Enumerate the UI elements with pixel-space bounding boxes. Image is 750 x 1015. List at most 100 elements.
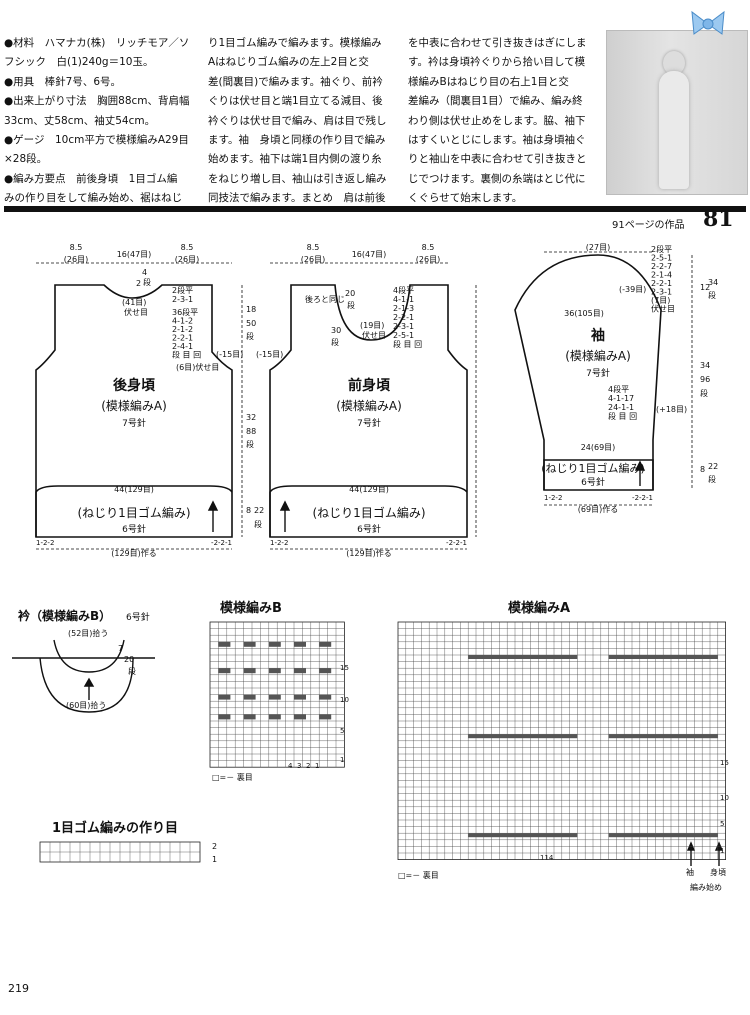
cross-band [268,694,281,700]
section-number: 81 [703,206,734,232]
sleeve-outline [514,254,662,491]
col2-line: をねじり増し目、袖山は引き返し編み [208,172,387,185]
back-outline [35,284,233,538]
diagram-label: 18 [246,305,256,314]
col1-line: みの作り目をして編み始め、裾はねじ [4,192,183,205]
cast-on-title: 1目ゴム編みの作り目 [52,820,178,836]
diagram-label: 2-2-7 [651,262,672,271]
col3-line: 様編みBはねじり目の右上1目と交 [408,75,569,88]
front-rib: (ねじり1目ゴム編み) [313,505,426,520]
cross-band [608,833,718,838]
diagram-label: 段 [246,439,254,449]
diagram-label: (7目) [651,296,670,305]
col3-line: 差編み（間裏目1目）で編み、編み終 [408,95,583,108]
diagram-label: 7号針 [586,367,610,379]
cross-band [294,668,306,674]
col1-line: ×28段。 [4,153,48,166]
diagram-label: 4-1-17 [608,394,634,403]
diagram-label: 2-2-1 [393,313,414,322]
diagram-label: 34 [700,361,710,370]
direction-arrows [83,460,724,866]
cross-band [294,641,306,647]
cross-band [608,655,718,659]
diagram-label: 50 [246,319,256,328]
diagram-label: (26目) [416,255,440,264]
collar-outline [12,639,155,713]
cross-band [218,714,231,720]
diagram-label: 6号針 [122,523,146,535]
diagram-label: (60目)拾う [66,700,106,710]
col3-line: を中表に合わせて引き抜きはぎにしま [408,37,587,49]
col3-line: くぐらせて始末します。 [408,192,523,205]
sleeve-title: 袖 [591,327,605,344]
diagram-label: 2-2-1 [651,279,672,288]
diagram-label: 7号針 [357,417,381,429]
cross-band [608,734,718,739]
cross-band [319,714,332,720]
col3-line: りと袖山を中表に合わせて引き抜きと [408,153,587,166]
front-outline [269,284,468,538]
diagram-label: 4-1-2 [172,317,193,326]
diagram-label: 8.5 [422,243,435,252]
model-photo [606,30,748,195]
diagram-label: 15 [720,759,729,767]
diagram-label: 30 [331,326,341,335]
col1-line: 33cm、丈58cm、袖丈54cm。 [4,114,156,127]
col1-line: ●ゲージ 10cm平方で模様編みA29目 [4,134,189,147]
chart-a-grid [397,621,727,861]
diagram-label: 2-1-2 [172,325,193,334]
col2-line: Aはねじりゴム編みの左上2目と交 [208,56,369,69]
diagram-label: 8.5 [181,243,194,252]
diagram-label: 16(47目) [352,250,387,259]
diagram-label: (6目)伏せ目 [176,362,219,372]
cross-band [319,641,332,647]
diagram-label: 伏せ目 [651,304,675,314]
diagram-label: 袖 [686,867,694,877]
cross-band [294,714,306,720]
diagram-label: 段 目 回 [172,350,201,360]
model-head [663,51,685,75]
col3-line: はすくいとじにします。袖は身頃袖ぐ [408,134,586,147]
diagram-label: 4段平 [393,285,414,295]
cross-band [319,694,332,700]
diagram-label: 4-1-1 [393,295,414,304]
diagram-label: 2 [306,762,310,770]
diagram-label: 2-3-1 [651,288,672,297]
back-title: 後身頃 [113,377,156,394]
diagram-label: 1-2-2 [270,539,288,547]
diagram-label: 1 [720,847,724,855]
collar-title: 衿（模様編みB） [18,608,111,623]
col1-line: ●用具 棒針7号、6号。 [4,75,122,88]
reference-label: 91ページの作品 [612,220,685,231]
diagram-label: 3 [297,762,301,770]
diagram-label: 2-5-1 [393,331,414,340]
diagram-label: 44(129目) [349,485,389,494]
diagram-label: 段 [331,337,339,347]
diagram-label: 2-4-1 [172,342,193,351]
diagram-label: 5 [720,820,724,828]
diagram-label: 段 [143,277,151,287]
diagram-label: 36段平 [172,307,198,317]
diagram-label: (52目)拾う [68,628,108,638]
diagram-label: -2-2-1 [446,539,467,547]
diagram-label: 114 [540,854,554,862]
diagram-label: 1-2-2 [36,539,54,547]
diagram-label: (-15目) [216,350,243,359]
instructions-column-3: を中表に合わせて引き抜きはぎにします。衿は身頃衿ぐりから拾い目して模様編みBはね… [408,34,598,209]
diagram-label: 12 [700,283,710,292]
diagram-label: 段 目 回 [393,339,422,349]
cross-band [294,694,306,700]
diagram-label: (27目) [586,243,610,252]
diagram-label: 5 [340,727,344,735]
diagram-label: (26目) [175,255,199,264]
diagram-label: 22 [254,506,264,515]
diagram-label: □=－ 裏目 [398,870,439,880]
back-pattern: (模様編みA) [101,398,167,413]
cross-band [218,694,231,700]
cross-band [268,641,281,647]
materials-column: ●材料 ハマナカ(株) リッチモア／ソフシック 白(1)240g＝10玉。●用具… [4,34,194,209]
diagram-label: 1 [315,762,319,770]
diagram-label: 4段平 [608,384,629,394]
diagram-label: 1 [212,855,217,864]
diagram-label: 7号針 [122,417,146,429]
